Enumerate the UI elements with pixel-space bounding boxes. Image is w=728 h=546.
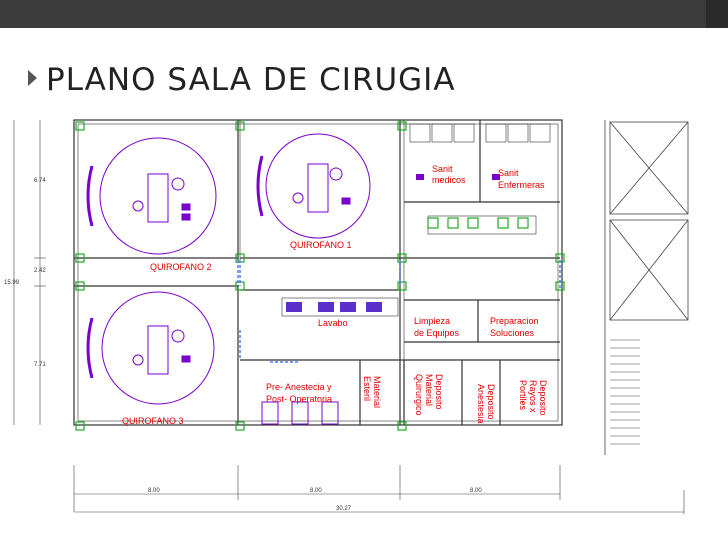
- label-lavabo: Lavabo: [318, 318, 348, 328]
- shaft-top: [609, 121, 689, 215]
- building-outline: [73, 119, 563, 426]
- operating-table-q2: [86, 137, 217, 255]
- dim-left-2: 2.42: [34, 268, 46, 274]
- bed: [291, 401, 309, 425]
- label-quirofano-3: QUIROFANO 3: [122, 416, 184, 426]
- dim-bottom-2: 8.00: [310, 488, 322, 494]
- dim-bottom-1: 8.00: [148, 488, 160, 494]
- lavabo-counter: [281, 297, 399, 317]
- equipment-arc: [86, 317, 94, 379]
- label-dep-quir-2: Material: [424, 374, 434, 406]
- dimension-labels: 6.74 2.42 7.71 15.99 8.00 8.00 8.00 30.2…: [4, 178, 482, 512]
- surgical-light-circle: [265, 133, 371, 239]
- label-quirofano-1: QUIROFANO 1: [290, 240, 352, 250]
- label-preanestecia-1: Pre- Anestecia y: [266, 382, 332, 392]
- label-preparacion-2: Soluciones: [490, 328, 535, 338]
- label-sanit-medicos-2: medicos: [432, 175, 466, 185]
- building-outline-inner: [77, 123, 559, 422]
- walls: [73, 119, 563, 426]
- stall: [485, 123, 507, 143]
- label-sanit-enfermeras-2: Enfermeras: [498, 180, 545, 190]
- preanest-beds: [261, 401, 339, 425]
- surgical-light-circle: [99, 137, 217, 255]
- shaft-bottom: [609, 219, 689, 321]
- doors: [237, 260, 561, 363]
- label-preparacion-1: Preparacion: [490, 316, 539, 326]
- label-sanit-medicos-1: Sanit: [432, 164, 453, 174]
- operating-table-q3: [86, 291, 215, 405]
- dim-left-total: 15.99: [4, 280, 20, 286]
- label-dep-quir-3: Quirurgico: [414, 374, 424, 416]
- equipment-dot: [292, 192, 304, 204]
- label-sanit-enfermeras-1: Sanit: [498, 168, 519, 178]
- sink: [340, 302, 356, 312]
- label-dep-rayos-1: Deposito: [538, 380, 548, 416]
- bed: [261, 401, 279, 425]
- operating-table-q1: [256, 133, 371, 239]
- surgical-light-circle: [101, 291, 215, 405]
- equipment-dot: [171, 177, 185, 191]
- equipment-dot: [132, 354, 144, 366]
- dim-bottom-total: 30.27: [336, 506, 352, 512]
- label-dep-rayos-2: Rayos x: [528, 380, 538, 413]
- label-dep-quir-1: Deposito: [434, 374, 444, 410]
- sink-counter: [427, 215, 537, 235]
- slide-title: PLANO SALA DE CIRUGIA: [46, 62, 456, 98]
- equipment-block: [181, 355, 191, 363]
- stall: [453, 123, 475, 143]
- operating-table: [147, 173, 169, 223]
- equipment-block: [341, 197, 351, 205]
- label-preanestecia-2: Post- Operatoria: [266, 394, 332, 404]
- stall: [507, 123, 529, 143]
- equipment-dot: [132, 200, 144, 212]
- stairs-area: [604, 120, 689, 455]
- equipment-arc: [86, 165, 94, 227]
- shaft-bottom-cross: [609, 219, 689, 321]
- dim-bottom-3: 8.00: [470, 488, 482, 494]
- label-limpieza-1: Limpieza: [414, 316, 450, 326]
- fixture: [492, 174, 500, 180]
- equipment-dot: [171, 329, 185, 343]
- slide-top-bar-accent: [706, 0, 728, 28]
- equipment-arc: [256, 155, 264, 217]
- stair-steps: [610, 339, 640, 445]
- label-dep-anest-1: Deposito: [486, 384, 496, 420]
- sink: [286, 302, 302, 312]
- label-material-esteril-1: Material: [372, 376, 382, 408]
- label-limpieza-2: de Equipos: [414, 328, 460, 338]
- fixture: [416, 174, 424, 180]
- sink: [366, 302, 382, 312]
- operating-table: [147, 325, 169, 375]
- slide-top-bar: [0, 0, 728, 28]
- sanit-fixtures: [416, 174, 500, 180]
- floor-plan: QUIROFANO 2 QUIROFANO 1 QUIROFANO 3 Lava…: [4, 119, 689, 514]
- lavabo-sinks: [286, 302, 382, 312]
- dim-left-1: 6.74: [34, 178, 46, 184]
- label-quirofano-2: QUIROFANO 2: [150, 262, 212, 272]
- sink: [318, 302, 334, 312]
- equipment-block: [181, 203, 191, 211]
- room-labels: QUIROFANO 2 QUIROFANO 1 QUIROFANO 3 Lava…: [122, 164, 548, 426]
- shaft-top-cross: [609, 121, 689, 215]
- bed: [321, 401, 339, 425]
- title-bullet-icon: [28, 70, 37, 86]
- equipment-block: [181, 213, 191, 221]
- label-dep-anest-2: Anestesia: [476, 384, 486, 424]
- stall: [409, 123, 431, 143]
- label-material-esteril-2: Esteril: [362, 376, 372, 401]
- operating-table: [307, 163, 329, 213]
- stall: [431, 123, 453, 143]
- dimension-lines: [13, 120, 685, 514]
- label-dep-rayos-3: Portiles: [518, 380, 528, 411]
- dim-left-3: 7.71: [34, 362, 46, 368]
- equipment-dot: [329, 167, 343, 181]
- stall: [529, 123, 551, 143]
